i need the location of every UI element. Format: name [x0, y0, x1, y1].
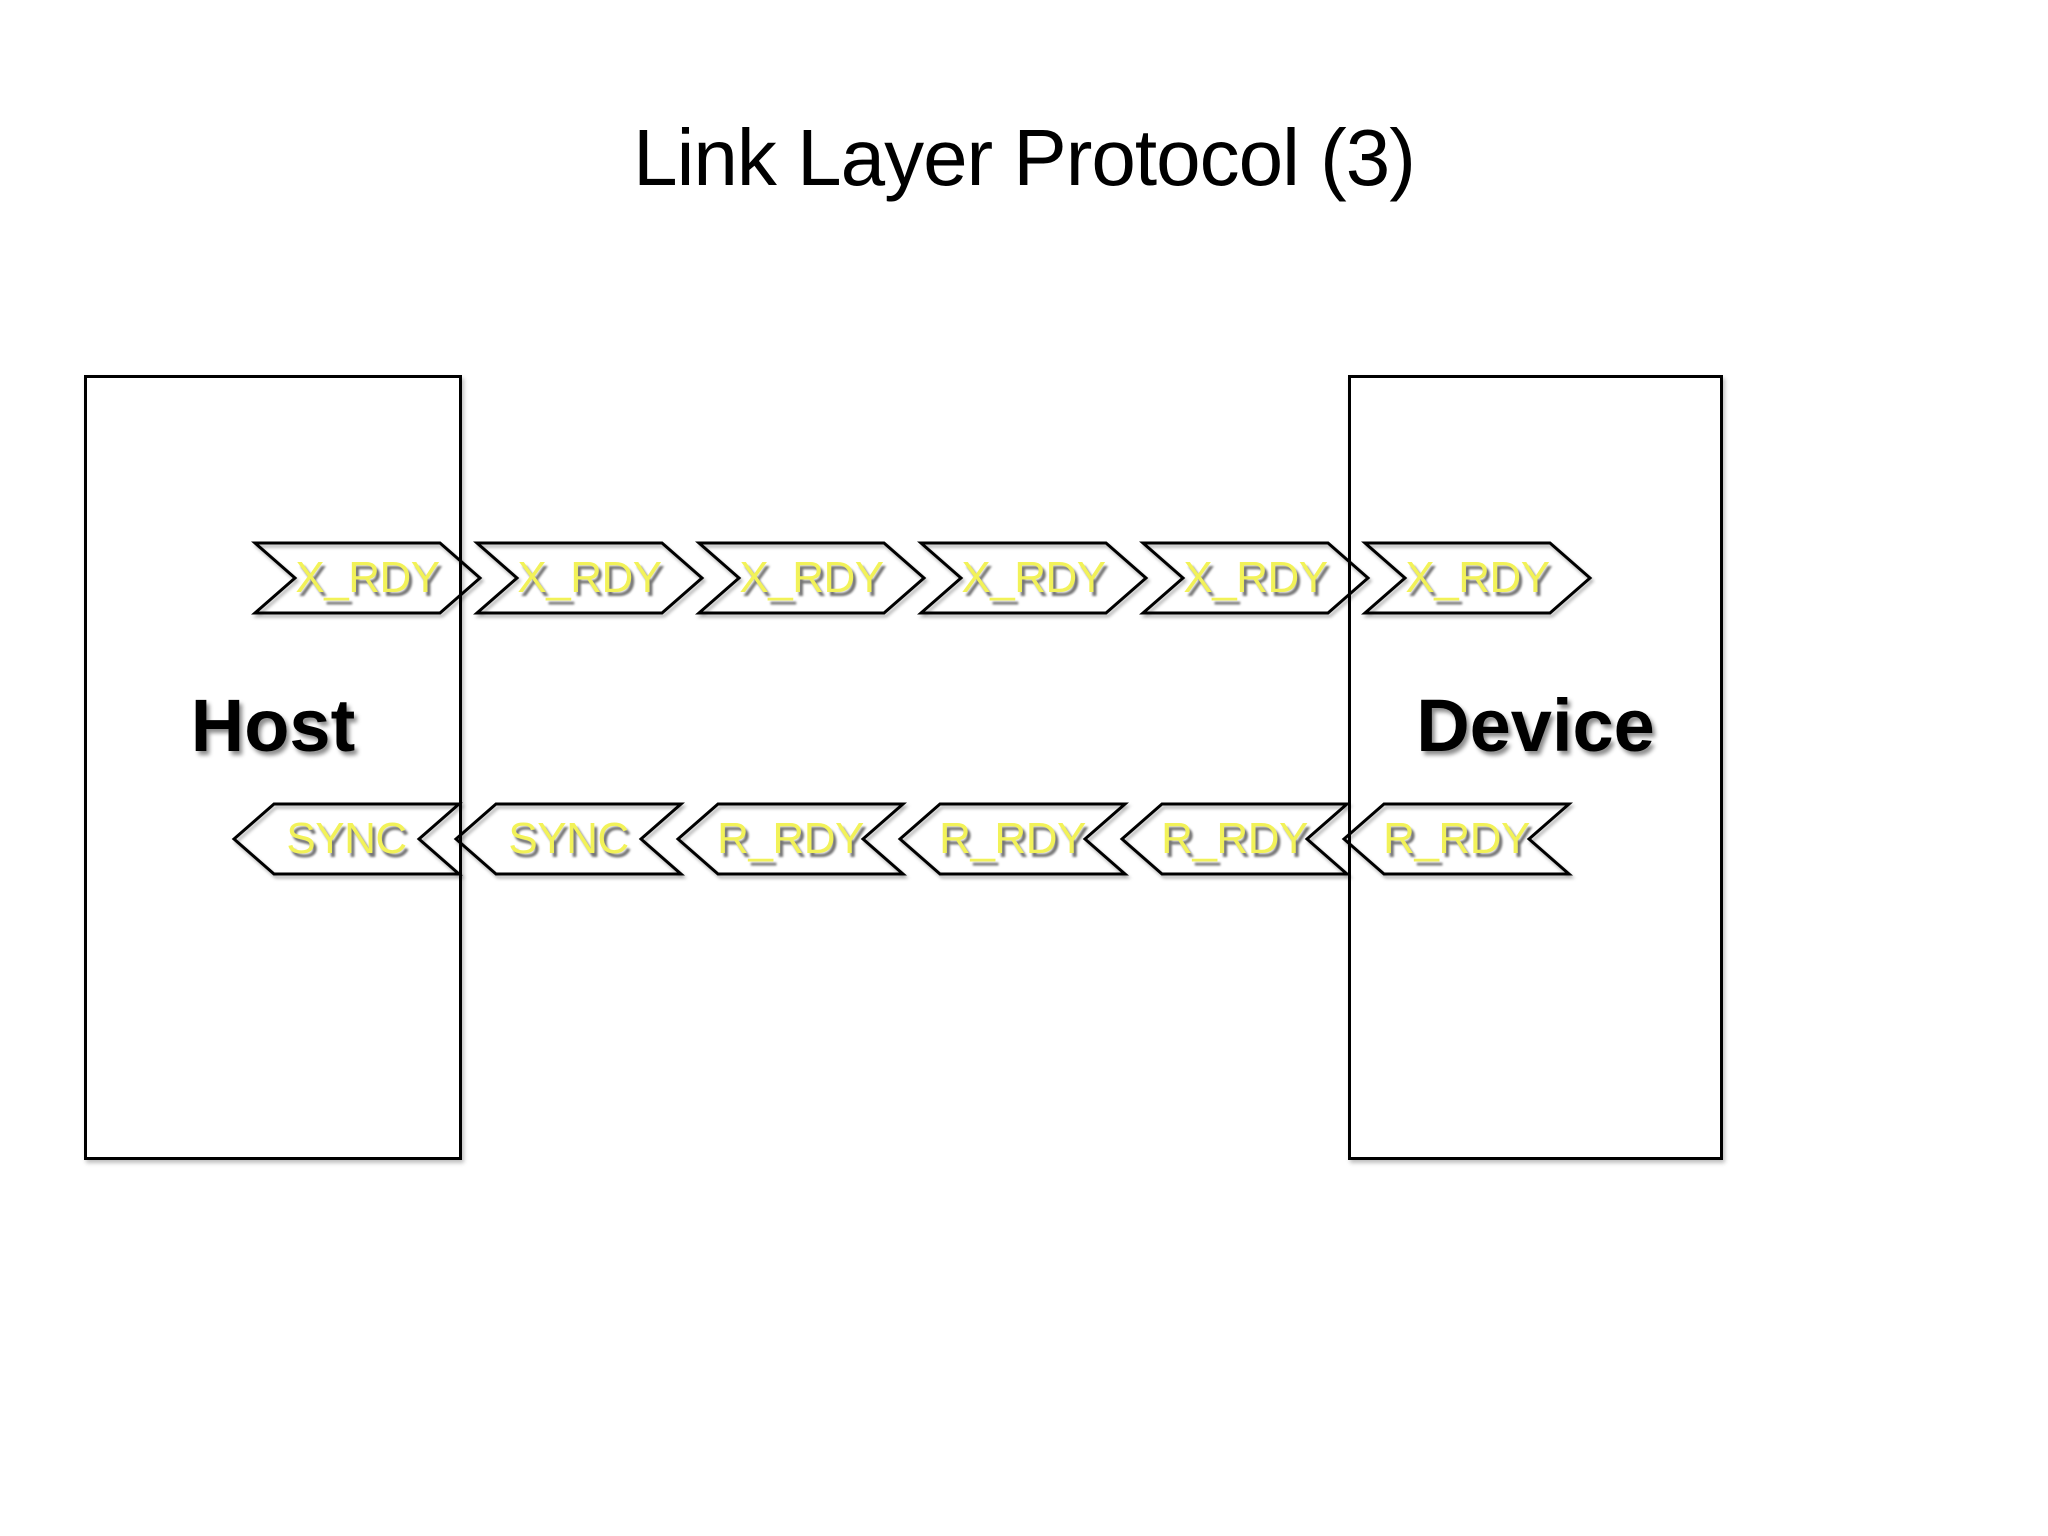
- arrow-bottom-4: R_RDY: [897, 802, 1129, 876]
- arrow-label: X_RDY: [295, 553, 440, 602]
- arrow-label: X_RDY: [961, 553, 1106, 602]
- chevron-left-icon: [1119, 802, 1351, 876]
- chevron-left-icon: [897, 802, 1129, 876]
- chevron-right-icon: [1361, 541, 1593, 615]
- arrow-bottom-6: R_RDY: [1341, 802, 1573, 876]
- arrow-top-3: X_RDY: [695, 541, 927, 615]
- chevron-right-icon: [695, 541, 927, 615]
- arrow-bottom-1: SYNC: [231, 802, 463, 876]
- chevron-right-icon: [1139, 541, 1371, 615]
- arrow-bottom-2: SYNC: [453, 802, 685, 876]
- chevron-right-icon: [251, 541, 483, 615]
- device-box: Device: [1348, 375, 1723, 1160]
- arrow-label: X_RDY: [1183, 553, 1328, 602]
- chevron-left-icon: [1341, 802, 1573, 876]
- arrow-label: X_RDY: [1405, 553, 1550, 602]
- arrow-label: R_RDY: [717, 814, 864, 863]
- arrow-top-2: X_RDY: [473, 541, 705, 615]
- chevron-left-icon: [675, 802, 907, 876]
- arrow-label: X_RDY: [517, 553, 662, 602]
- arrow-bottom-3: R_RDY: [675, 802, 907, 876]
- chevron-right-icon: [473, 541, 705, 615]
- arrow-bottom-5: R_RDY: [1119, 802, 1351, 876]
- arrow-top-5: X_RDY: [1139, 541, 1371, 615]
- chevron-left-icon: [231, 802, 463, 876]
- arrow-label: R_RDY: [1383, 814, 1530, 863]
- chevron-left-icon: [453, 802, 685, 876]
- chevron-right-icon: [917, 541, 1149, 615]
- arrow-label: SYNC: [286, 814, 407, 863]
- arrow-label: R_RDY: [939, 814, 1086, 863]
- arrow-label: SYNC: [508, 814, 629, 863]
- arrow-top-4: X_RDY: [917, 541, 1149, 615]
- arrow-label: R_RDY: [1161, 814, 1308, 863]
- arrow-top-1: X_RDY: [251, 541, 483, 615]
- arrow-top-6: X_RDY: [1361, 541, 1593, 615]
- page-title: Link Layer Protocol (3): [633, 113, 1416, 202]
- arrow-label: X_RDY: [739, 553, 884, 602]
- device-label: Device: [1416, 684, 1655, 767]
- host-box: Host: [84, 375, 462, 1160]
- host-label: Host: [190, 684, 356, 767]
